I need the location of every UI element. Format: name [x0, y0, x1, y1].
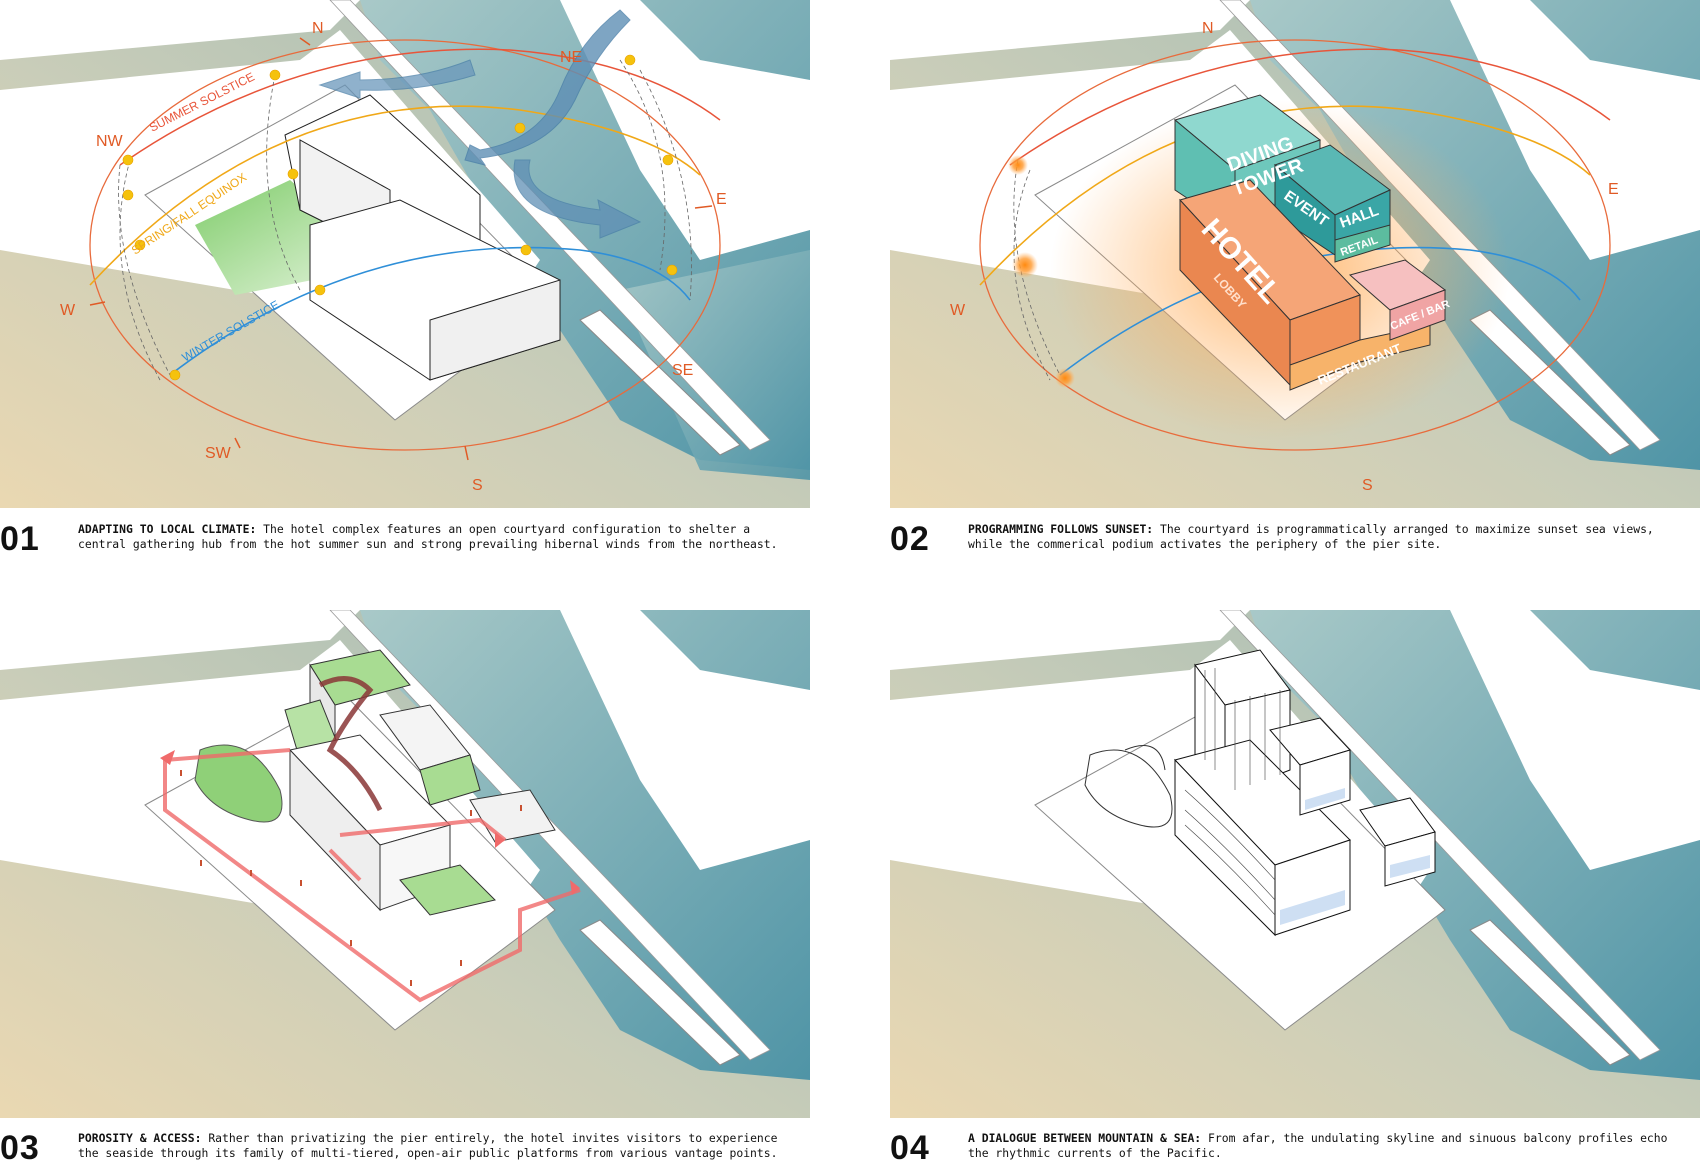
caption-number: 01 — [0, 520, 40, 558]
compass-w: W — [950, 302, 966, 319]
sun-dot — [1055, 368, 1075, 388]
pool-outline — [1084, 749, 1173, 828]
caption-title: PROGRAMMING FOLLOWS SUNSET: — [968, 522, 1154, 536]
access-routes — [163, 748, 581, 1003]
pool-green — [194, 744, 283, 823]
summer-solstice-arc — [119, 48, 721, 166]
compass-sw: SW — [205, 445, 232, 462]
caption-body: The hotel complex features an open court… — [78, 522, 778, 551]
program-blocks — [1173, 94, 1447, 391]
compass-s: S — [1362, 477, 1373, 494]
caption-title: POROSITY & ACCESS: — [78, 1131, 202, 1145]
caption-title: A DIALOGUE BETWEEN MOUNTAIN & SEA: — [968, 1131, 1202, 1145]
panel-04-diagram — [890, 610, 1700, 1118]
compass-ne: NE — [560, 49, 582, 66]
site-white-area — [0, 0, 360, 60]
caption-01: 01 ADAPTING TO LOCAL CLIMATE: The hotel … — [0, 522, 778, 556]
sun-position-dots — [122, 54, 678, 381]
caption-02: 02 PROGRAMMING FOLLOWS SUNSET: The court… — [890, 522, 1668, 556]
people-figures — [180, 770, 522, 986]
compass-e: E — [1608, 181, 1619, 198]
compass-n: N — [1202, 20, 1214, 37]
winter-solstice-arc — [169, 246, 691, 376]
compass-se: SE — [672, 362, 693, 379]
compass-e: E — [716, 191, 727, 208]
compass-nw: NW — [96, 133, 124, 150]
horizon-ellipse — [89, 39, 721, 451]
route-arrowheads — [160, 750, 580, 895]
wind-arrows — [318, 9, 642, 239]
stair-route — [318, 676, 383, 812]
building-masses — [284, 94, 561, 381]
panel-03-diagram — [0, 610, 810, 1118]
sun-dot — [1008, 155, 1028, 175]
equinox-arc — [89, 105, 701, 286]
caption-body: The courtyard is programmatically arrang… — [968, 522, 1654, 551]
caption-body: From afar, the undulating skyline and si… — [968, 1131, 1668, 1160]
caption-03: 03 POROSITY & ACCESS: Rather than privat… — [0, 1131, 778, 1165]
panel-02-diagram: DIVING TOWER EVENT HALL RETAIL HOTEL LOB… — [890, 0, 1700, 508]
sun-dot — [1012, 252, 1038, 278]
caption-number: 02 — [890, 520, 930, 558]
compass-s: S — [472, 477, 483, 494]
panel-01-diagram: SUMMER SOLSTICE SPRING/FALL EQUINOX WINT… — [0, 0, 810, 508]
compass-w: W — [60, 302, 76, 319]
caption-number: 04 — [890, 1129, 930, 1167]
compass-labels: N NE E SE S SW W NW — [60, 20, 727, 494]
compass-n: N — [312, 20, 324, 37]
caption-title: ADAPTING TO LOCAL CLIMATE: — [78, 522, 257, 536]
caption-body: Rather than privatizing the pier entirel… — [78, 1131, 778, 1160]
caption-number: 03 — [0, 1129, 40, 1167]
caption-04: 04 A DIALOGUE BETWEEN MOUNTAIN & SEA: Fr… — [890, 1131, 1668, 1165]
